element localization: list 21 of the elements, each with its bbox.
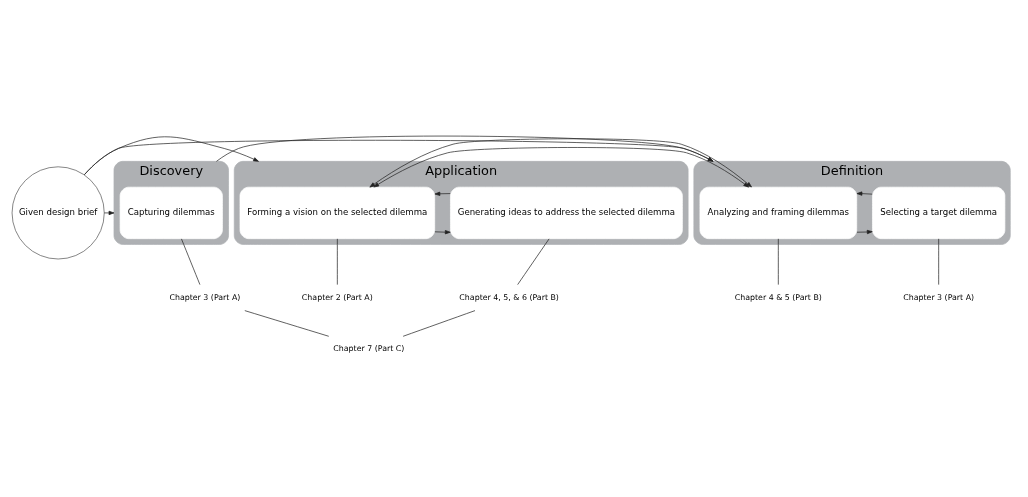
connector — [402, 309, 476, 337]
arrow — [216, 135, 714, 162]
arrow — [856, 191, 873, 196]
connector — [336, 238, 338, 285]
node-box: Analyzing and framing dilemmas — [699, 186, 858, 239]
node-box: Forming a vision on the selected dilemma — [239, 186, 436, 239]
arrow — [434, 229, 451, 234]
node-circle: Given design brief — [11, 165, 105, 259]
arrow — [369, 137, 752, 187]
arrow — [84, 136, 259, 175]
connector — [777, 238, 779, 285]
node-box: Generating ideas to address the selected dilemma — [450, 186, 683, 239]
connector — [938, 238, 940, 285]
connector — [181, 238, 201, 285]
node-box: Selecting a target dilemma — [872, 186, 1006, 239]
connector — [517, 238, 550, 285]
arrow — [856, 229, 873, 234]
node-box: Capturing dilemmas — [119, 186, 223, 239]
arrow — [434, 191, 451, 196]
arrow — [103, 210, 115, 215]
connector — [244, 309, 330, 337]
